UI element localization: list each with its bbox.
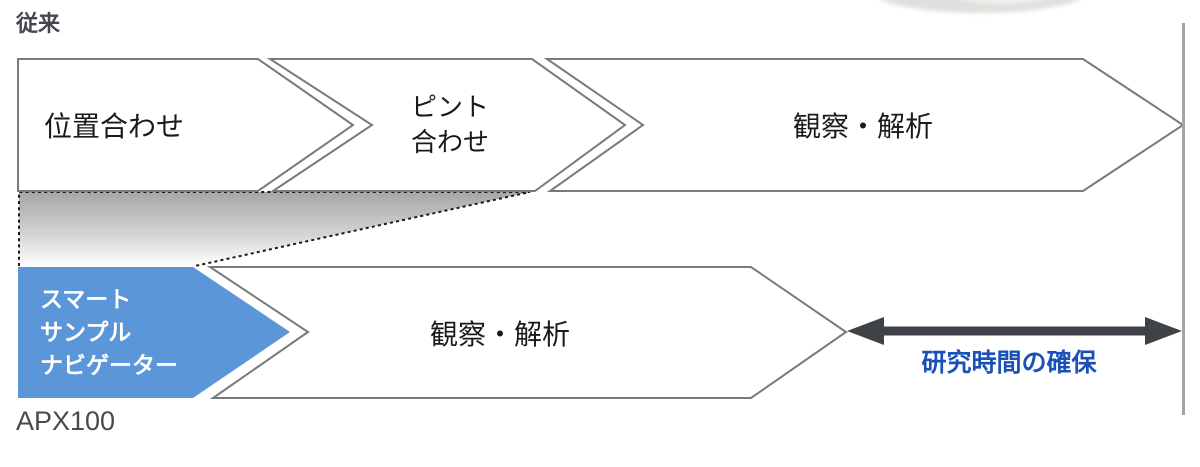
product-name-label: APX100	[16, 406, 116, 436]
smart-sample-navigator-label: スマート サンプル ナビゲーター	[40, 283, 230, 382]
step-label-focusing: ピント 合わせ	[350, 59, 550, 191]
step-label-observation-bottom: 観察・解析	[429, 318, 570, 350]
funnel-gradient-region	[19, 192, 530, 266]
cropped-photo-remnant	[881, 0, 1079, 13]
research-time-label: 研究時間の確保	[921, 349, 1097, 377]
smart-label-line2: サンプル	[40, 319, 132, 345]
double-headed-arrow-left-icon	[847, 317, 884, 345]
double-headed-arrow-right-icon	[1145, 317, 1182, 345]
step-label-observation-top: 観察・解析	[792, 111, 933, 142]
smart-sample-navigator-arrow	[18, 267, 290, 398]
step-label-focusing-line1: ピント	[410, 92, 489, 122]
smart-label-line1: スマート	[40, 286, 132, 312]
step-label-positioning: 位置合わせ	[44, 111, 185, 142]
step-arrow-positioning	[17, 58, 355, 192]
step-label-focusing-line2: 合わせ	[410, 127, 489, 157]
step-arrow-observation-top	[543, 58, 1185, 192]
cropped-photo-highlight	[962, 0, 1042, 4]
smart-label-line3: ナビゲーター	[40, 352, 178, 378]
conventional-flow-label: 従来	[16, 11, 61, 36]
step-arrow-focusing	[266, 58, 627, 192]
step-arrow-observation-bottom	[206, 266, 848, 399]
